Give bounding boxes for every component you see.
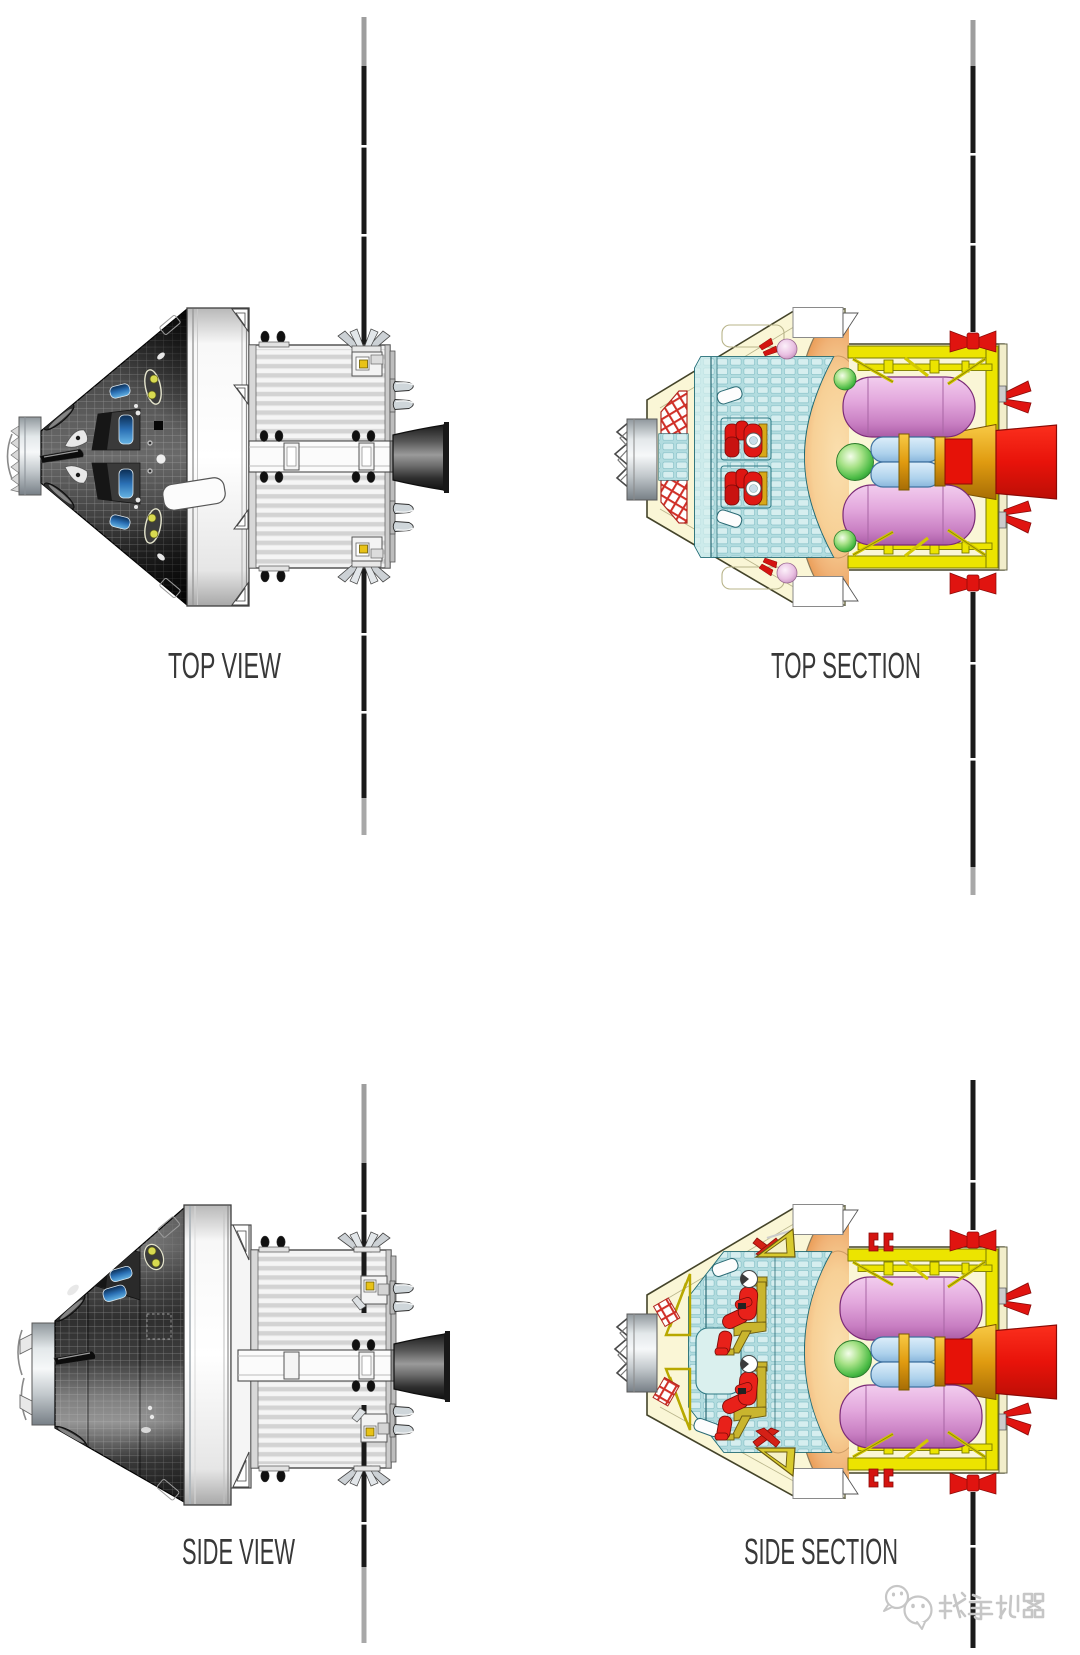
svg-text:SIDE SECTION: SIDE SECTION bbox=[744, 1531, 898, 1572]
svg-text:TOP SECTION: TOP SECTION bbox=[771, 645, 921, 686]
svg-text:TOP VIEW: TOP VIEW bbox=[168, 645, 281, 686]
svg-text:SIDE VIEW: SIDE VIEW bbox=[182, 1531, 295, 1572]
